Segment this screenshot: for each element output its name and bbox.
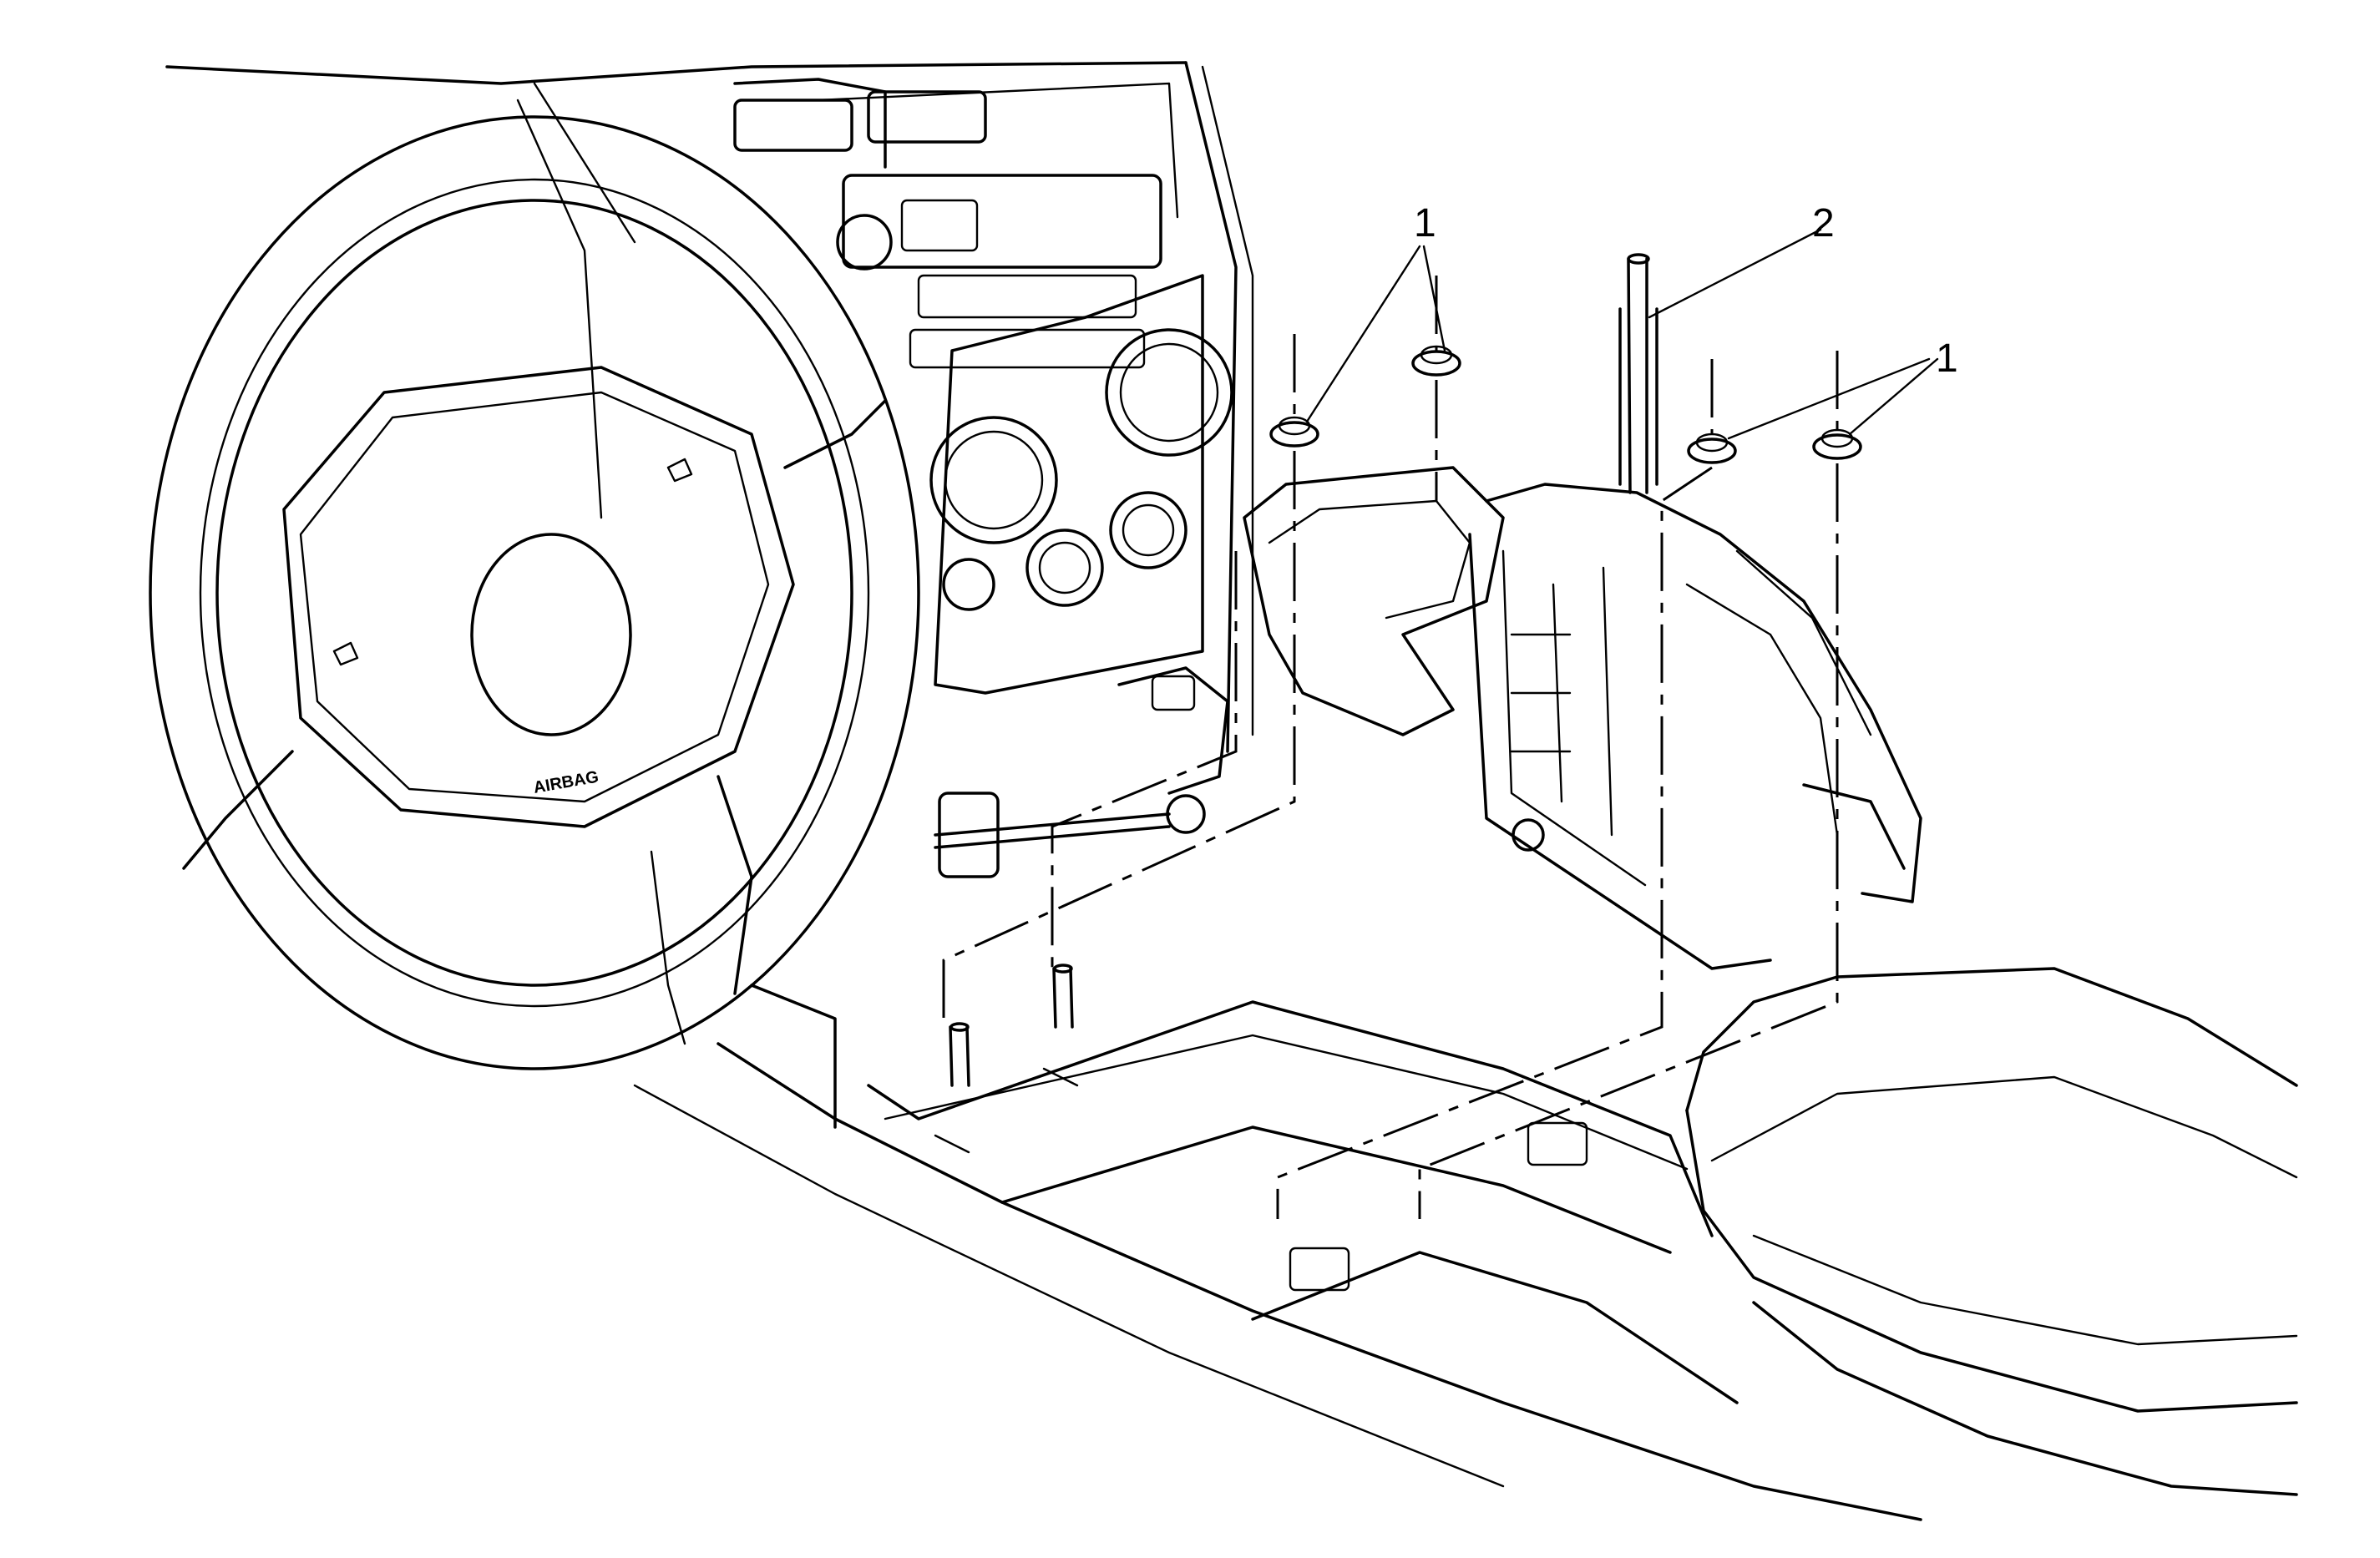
nut-1 [1269, 416, 1319, 448]
callout-1b: 1 [1936, 336, 1958, 381]
alignment-lines [942, 276, 1839, 1219]
shifter-bracket [1243, 466, 1922, 970]
callout-1a: 1 [1414, 201, 1436, 245]
airbag-badge: AIRBAG [532, 768, 600, 797]
callout-leaders [1305, 228, 1939, 440]
shift-lever [1618, 253, 1658, 494]
mounting-studs [949, 964, 1074, 1087]
shift-cable [934, 666, 1229, 878]
nut-2 [1411, 345, 1461, 377]
dashboard [165, 61, 1254, 753]
nut-4 [1812, 428, 1862, 460]
center-stack [733, 90, 1233, 695]
armrest [1685, 967, 2298, 1496]
floor-console [633, 1000, 1922, 1521]
callout-2: 2 [1812, 201, 1835, 245]
steering-wheel: AIRBAG [149, 115, 920, 1129]
